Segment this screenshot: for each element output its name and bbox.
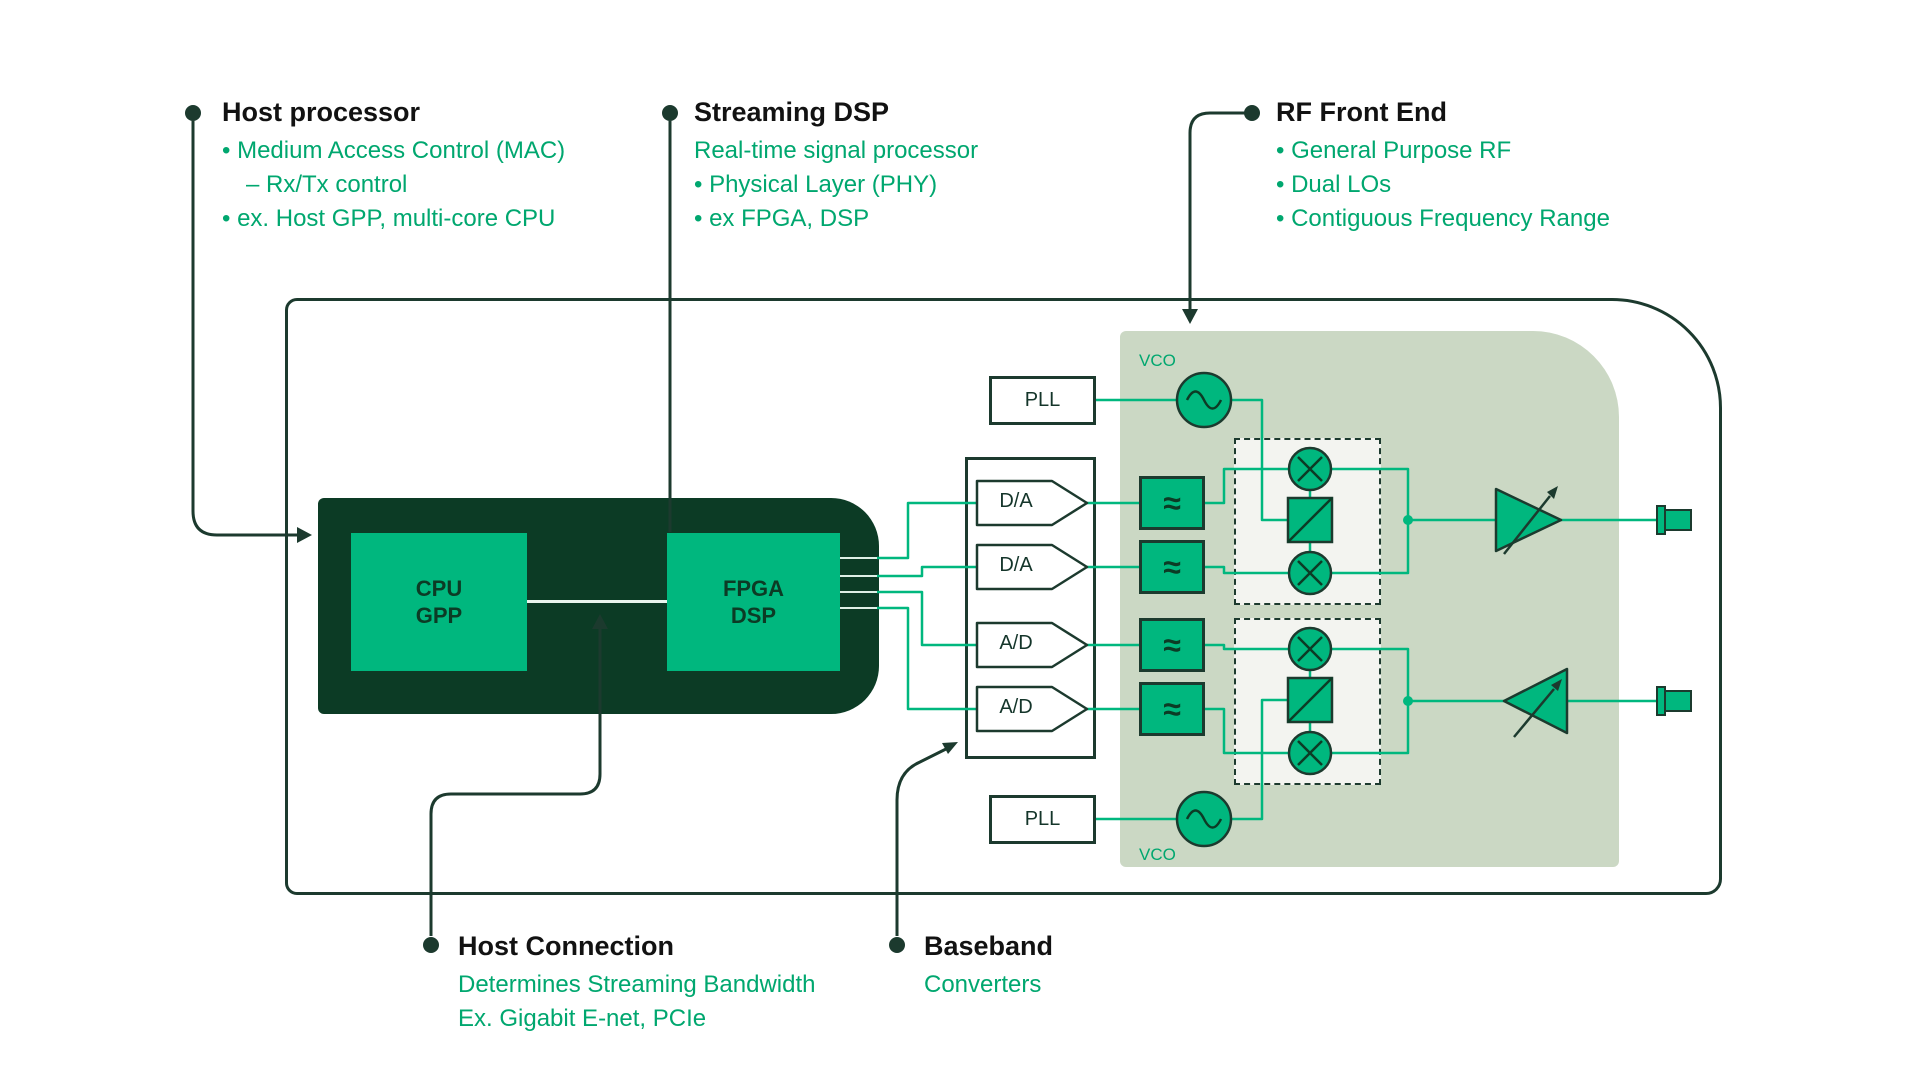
callout-host-connection: Host Connection Determines Streaming Ban… [458,931,816,1036]
callout-host-processor: Host processor • Medium Access Control (… [222,97,565,236]
callout-rf-front-end: RF Front End • General Purpose RF • Dual… [1276,97,1610,236]
filter-icon: ≈ [1139,476,1205,530]
filter-icon: ≈ [1139,540,1205,594]
callout-line: • General Purpose RF [1276,137,1512,164]
callout-dot [185,105,201,121]
callout-line: • Physical Layer (PHY) [694,171,938,198]
dac-label: D/A [999,554,1033,576]
pll-bottom-block: PLL [989,795,1096,844]
vco-bottom-label: VCO [1139,845,1176,864]
callout-line-rf [1188,111,1252,309]
callout-line: • Medium Access Control (MAC) [222,137,566,164]
callout-baseband: Baseband Converters [924,931,1053,1002]
vco-top-label: VCO [1139,351,1176,370]
callout-line: – Rx/Tx control [246,171,408,198]
callout-title: Streaming DSP [694,97,890,127]
filter-icon: ≈ [1139,618,1205,672]
cpu-fpga-bus-line [527,600,667,603]
rx-quadrature-mixer-box [1234,618,1381,785]
callout-title: Baseband [924,931,1054,961]
callout-line: Ex. Gigabit E-net, PCIe [458,1005,707,1032]
callout-line: • Dual LOs [1276,171,1392,198]
callout-line: Converters [924,971,1042,998]
adc-label: A/D [999,696,1033,718]
radio-system-outline [285,298,1722,895]
callout-line: • Contiguous Frequency Range [1276,205,1610,232]
callout-line: • ex FPGA, DSP [694,205,870,232]
callout-streaming-dsp: Streaming DSP Real-time signal processor… [694,97,978,236]
adc-label: A/D [999,632,1033,654]
callout-line: Real-time signal processor [694,137,979,164]
callout-title: Host Connection [458,931,674,961]
callout-dot [889,937,905,953]
cpu-gpp-block: CPU GPP [351,533,527,671]
filter-icon: ≈ [1139,682,1205,736]
fpga-dsp-block: FPGA DSP [667,533,840,671]
callout-line: Determines Streaming Bandwidth [458,971,816,998]
callout-dot [1244,105,1260,121]
tx-quadrature-mixer-box [1234,438,1381,605]
callout-dot [423,937,439,953]
pll-top-block: PLL [989,376,1096,425]
dac-label: D/A [999,490,1033,512]
callout-title: Host processor [222,97,421,127]
callout-title: RF Front End [1276,97,1447,127]
callout-dot [662,105,678,121]
callout-line: • ex. Host GPP, multi-core CPU [222,205,556,232]
